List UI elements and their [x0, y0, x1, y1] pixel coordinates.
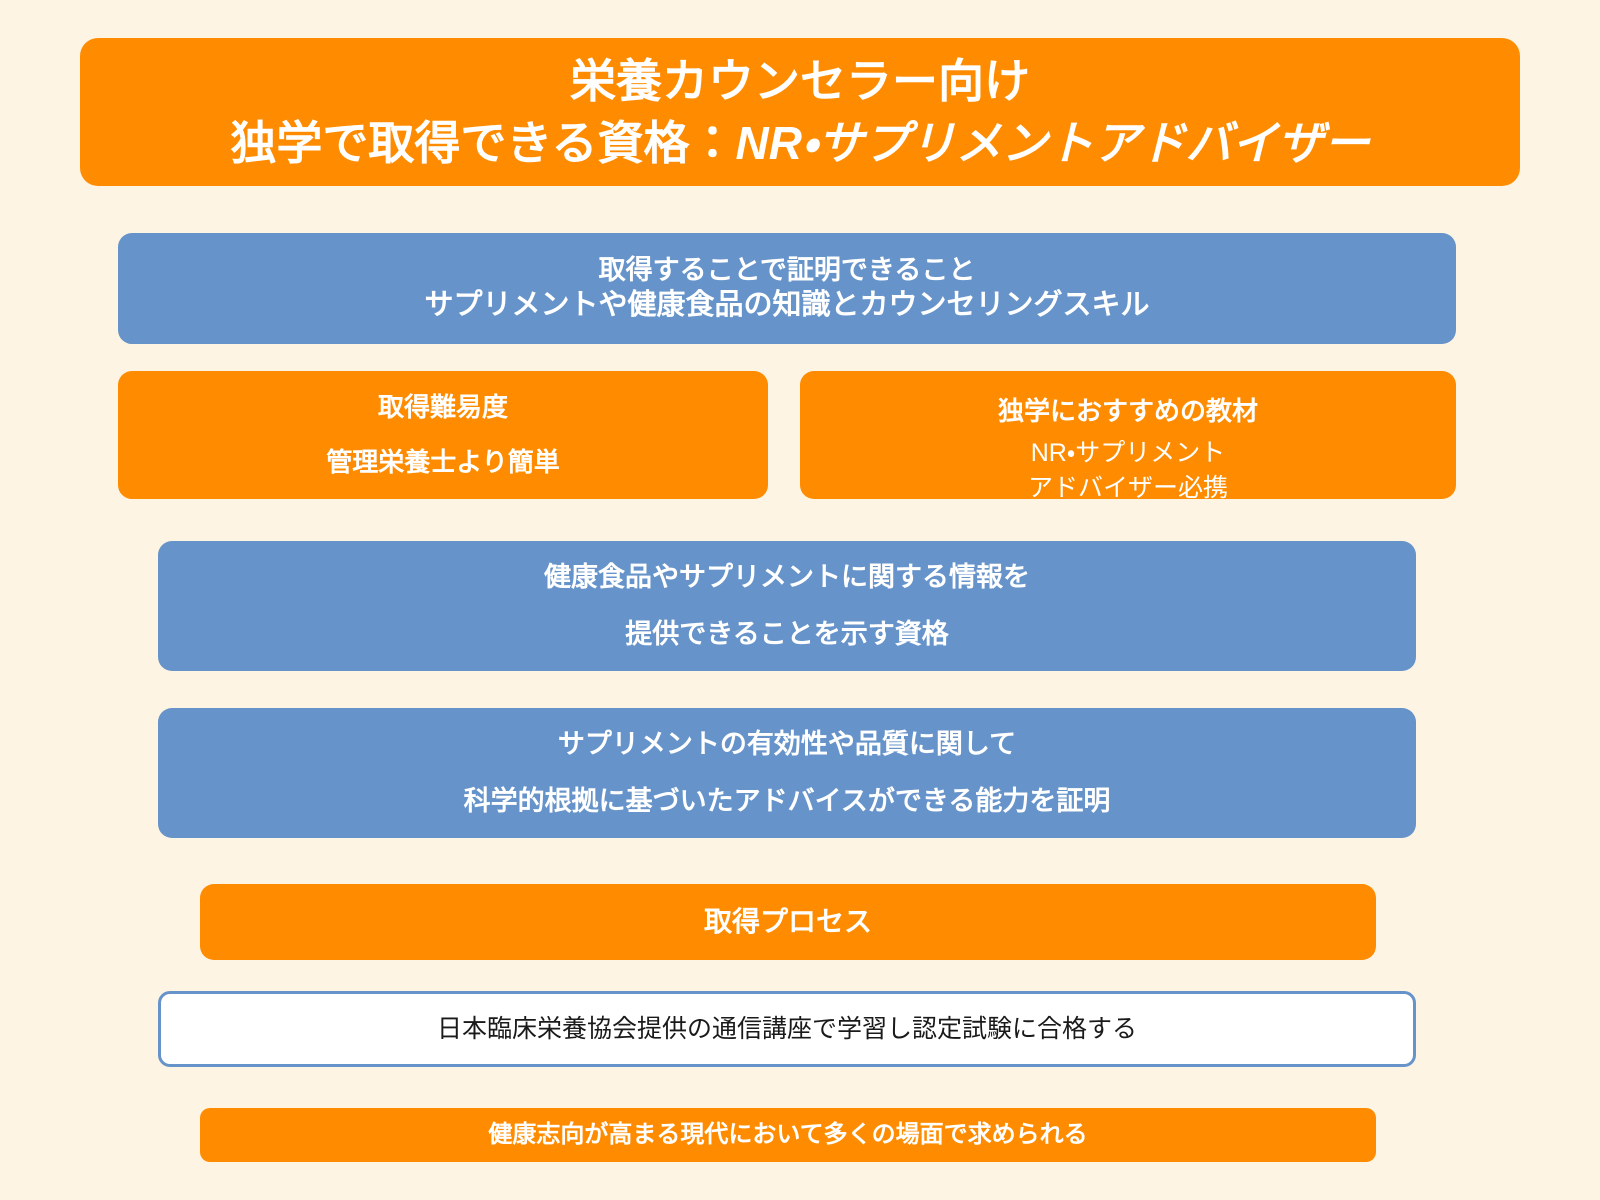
proof-section: 取得することで証明できること サプリメントや健康食品の知識とカウンセリングスキル [118, 233, 1456, 344]
demand-section: 健康志向が高まる現代において多くの場面で求められる [200, 1108, 1376, 1162]
difficulty-heading: 取得難易度 [377, 391, 508, 422]
material-section: 独学におすすめの教材 NR・サプリメント アドバイザー必携 [800, 371, 1456, 502]
proof-heading: 取得することで証明できること [598, 254, 976, 285]
page-title-line-2-prefix: 独学で取得できる資格： [230, 117, 736, 169]
info-provision-line-2: 提供できることを示す資格 [625, 619, 949, 649]
demand-label: 健康志向が高まる現代において多くの場面で求められる [488, 1120, 1088, 1148]
page-title-certification-name: NR・サプリメントアドバイザー [735, 117, 1370, 169]
page-title-line-2: 独学で取得できる資格：NR・サプリメントアドバイザー [230, 112, 1369, 174]
evidence-section: サプリメントの有効性や品質に関して 科学的根拠に基づいたアドバイスができる能力を… [158, 708, 1416, 838]
process-heading-label: 取得プロセス [703, 906, 872, 938]
proof-detail: サプリメントや健康食品の知識とカウンセリングスキル [424, 289, 1150, 322]
page-title: 栄養カウンセラー向け 独学で取得できる資格：NR・サプリメントアドバイザー [80, 38, 1520, 186]
material-detail: NR・サプリメント アドバイザー必携 [1027, 439, 1228, 502]
difficulty-section: 取得難易度 管理栄養士より簡単 [118, 371, 768, 499]
evidence-line-2: 科学的根拠に基づいたアドバイスができる能力を証明 [463, 786, 1111, 816]
difficulty-detail: 管理栄養士より簡単 [326, 447, 560, 477]
evidence-line-1: サプリメントの有効性や品質に関して [557, 729, 1017, 760]
page-title-line-1: 栄養カウンセラー向け [570, 54, 1030, 107]
info-provision-section: 健康食品やサプリメントに関する情報を 提供できることを示す資格 [158, 541, 1416, 671]
material-heading: 独学におすすめの教材 [997, 396, 1258, 426]
process-heading: 取得プロセス [200, 884, 1376, 960]
process-step-label: 日本臨床栄養協会提供の通信講座で学習し認定試験に合格する [436, 1015, 1137, 1043]
process-step: 日本臨床栄養協会提供の通信講座で学習し認定試験に合格する [158, 991, 1416, 1067]
info-provision-line-1: 健康食品やサプリメントに関する情報を [544, 562, 1030, 593]
